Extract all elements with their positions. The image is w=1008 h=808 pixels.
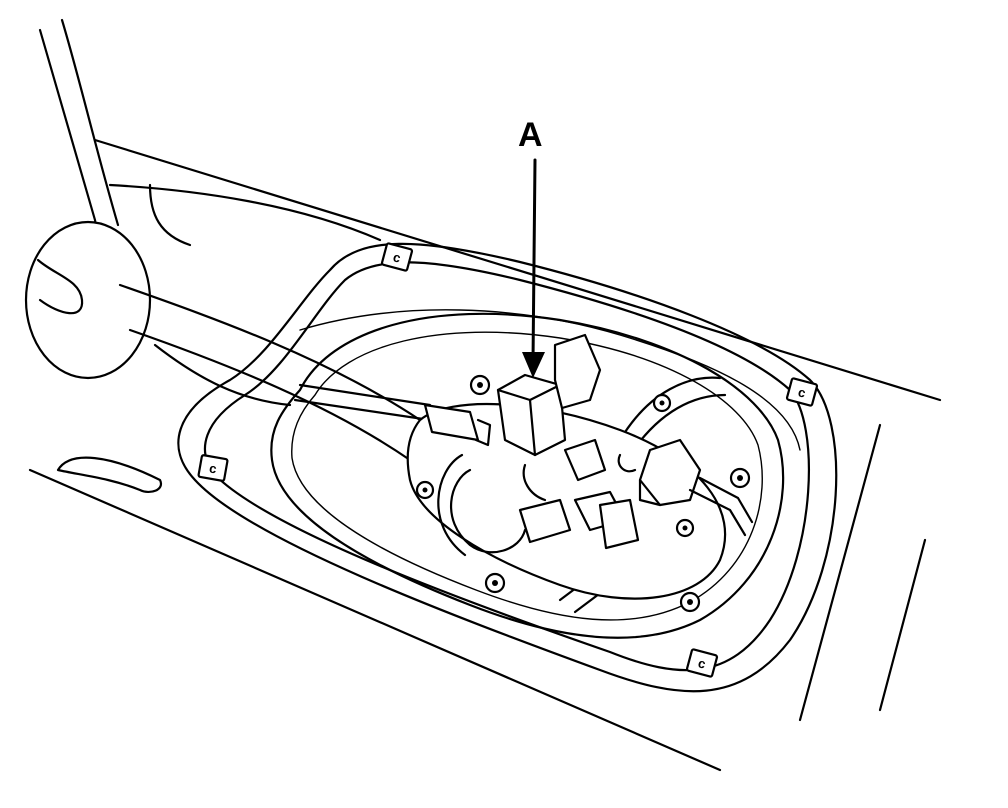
clip: c: [785, 377, 819, 407]
hose-fitting-left: [423, 403, 492, 447]
clip: c: [380, 242, 414, 272]
svg-text:c: c: [391, 249, 402, 265]
pump-outlet-fitting: [617, 438, 754, 537]
svg-text:c: c: [208, 460, 218, 476]
retaining-clips: c c c c: [197, 242, 819, 678]
clip: c: [685, 648, 719, 678]
svg-text:c: c: [696, 655, 707, 671]
access-hole-recess: [177, 242, 838, 693]
floor-panel: [28, 18, 942, 772]
clip: c: [197, 454, 229, 482]
callout-label-a: A: [518, 116, 543, 154]
electrical-connector: [496, 333, 607, 482]
callout-arrow: [522, 158, 545, 378]
pump-flange: [406, 402, 727, 600]
mounting-nuts: [415, 374, 751, 613]
pump-opening: [270, 312, 785, 639]
rubber-grommet: [24, 220, 152, 380]
svg-text:c: c: [796, 384, 807, 400]
harness-connectors: [437, 453, 640, 557]
